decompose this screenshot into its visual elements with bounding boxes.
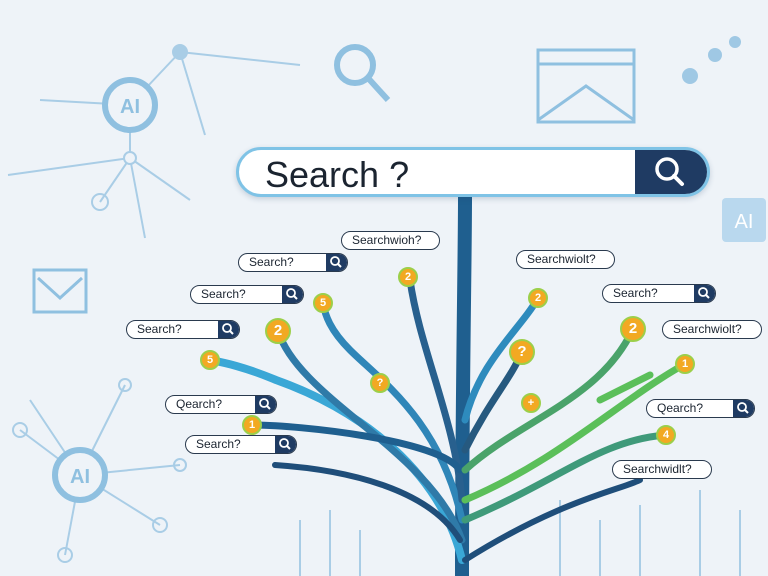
ai-square-icon (722, 198, 766, 242)
search-icon[interactable] (275, 436, 296, 453)
sub-search-pill[interactable]: Search? (602, 284, 716, 303)
pill-label: Search? (137, 322, 182, 336)
search-icon (655, 157, 684, 186)
sub-search-pill[interactable]: Search? (238, 253, 348, 272)
ai-label: AI (120, 96, 140, 118)
pill-label: Qearch? (176, 397, 223, 411)
number-badge: 2 (398, 267, 418, 287)
envelope-icon (32, 268, 88, 314)
number-badge: 4 (656, 425, 676, 445)
pill-label: Search? (249, 255, 294, 269)
pill-label: Search? (613, 286, 658, 300)
pill-label: Searchwiolt? (673, 322, 742, 336)
search-icon[interactable] (733, 400, 754, 417)
main-search-button[interactable] (635, 150, 707, 194)
sub-search-pill[interactable]: Search? (190, 285, 304, 304)
search-icon[interactable] (694, 285, 715, 302)
svg-text:AI: AI (735, 211, 754, 233)
magnifier-decoration-icon (334, 44, 391, 103)
pill-label: Search? (201, 287, 246, 301)
number-badge: ? (509, 339, 535, 365)
sub-search-pill[interactable]: Searchwiolt? (662, 320, 762, 339)
browser-window-icon (536, 48, 636, 124)
pill-label: Qearch? (657, 401, 704, 415)
search-icon[interactable] (326, 254, 347, 271)
number-badge: + (521, 393, 541, 413)
pill-label: Searchwiolt? (527, 252, 596, 266)
number-badge: 1 (675, 354, 695, 374)
pill-label: Searchwidlt? (623, 462, 692, 476)
main-search-bar[interactable]: Search ? (236, 147, 710, 197)
sub-search-pill[interactable]: Searchwidlt? (612, 460, 712, 479)
sub-search-pill[interactable]: Qearch? (646, 399, 755, 418)
number-badge: 5 (200, 350, 220, 370)
number-badge: 2 (620, 316, 646, 342)
ai-label: AI (70, 466, 90, 488)
molecule-icon (682, 36, 741, 84)
number-badge: 2 (528, 288, 548, 308)
sub-search-pill[interactable]: Qearch? (165, 395, 277, 414)
search-icon[interactable] (218, 321, 239, 338)
ai-icon-bottom (52, 447, 108, 503)
search-icon[interactable] (255, 396, 276, 413)
sub-search-pill[interactable]: Search? (126, 320, 240, 339)
number-badge: 5 (313, 293, 333, 313)
sub-search-pill[interactable]: Searchwioh? (341, 231, 440, 250)
search-icon[interactable] (282, 286, 303, 303)
number-badge: ? (370, 373, 390, 393)
sub-search-pill[interactable]: Searchwiolt? (516, 250, 615, 269)
number-badge: 1 (242, 415, 262, 435)
pill-label: Search? (196, 437, 241, 451)
ai-icon-top (102, 77, 158, 133)
tree-branches (206, 190, 689, 576)
number-badge: 2 (265, 318, 291, 344)
sub-search-pill[interactable]: Search? (185, 435, 297, 454)
main-search-text: Search ? (265, 154, 410, 195)
pill-label: Searchwioh? (352, 233, 422, 247)
